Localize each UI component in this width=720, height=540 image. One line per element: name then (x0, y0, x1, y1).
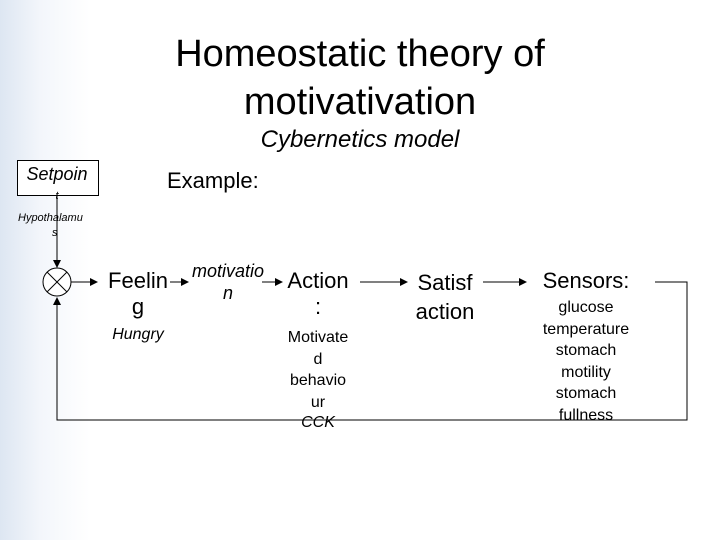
sensor-item: motility (561, 363, 611, 381)
sensor-item: glucose (558, 299, 614, 316)
feeling-example: Hungry (112, 326, 164, 343)
action-example: Motivate d behavio ur (278, 327, 358, 413)
feeling-node: Feelin g (99, 268, 177, 321)
action-node: Action : (278, 268, 358, 321)
motivation-line-1: motivatio (191, 261, 265, 281)
feedback-loop-line (53, 281, 688, 421)
sensor-item: temperature (542, 320, 630, 338)
action-example-line: d (313, 350, 323, 368)
action-example-line: behavio (289, 372, 347, 389)
sensors-title: Sensors: (542, 268, 630, 293)
motivation-node: motivatio n (183, 260, 273, 304)
action-line-2: : (314, 294, 322, 320)
title-line-1: Homeostatic theory of (175, 33, 545, 75)
hypothalamus-label: Hypothalamu (18, 212, 83, 224)
satisfaction-line-2: action (415, 299, 475, 324)
feeling-line-2: g (131, 294, 145, 320)
motivation-line-2: n (222, 283, 233, 303)
satisfaction-line-1: Satisf (417, 270, 473, 295)
sensor-item: stomach (555, 385, 617, 403)
sensor-item: stomach (555, 342, 617, 360)
setpoint-label: Setpoin (26, 164, 88, 184)
action-example-line: ur (310, 393, 326, 411)
sensor-item: fullness (558, 406, 614, 424)
action-example-cck: CCK (301, 414, 335, 431)
action-line-1: Action (287, 268, 349, 293)
action-example-line: Motivate (287, 329, 349, 346)
sensor-list: glucose temperature stomach motility sto… (521, 297, 651, 427)
example-label: Example: (167, 168, 259, 193)
hypothalamus-label-overflow: s (52, 227, 58, 239)
satisfaction-node: Satisf action (400, 268, 490, 326)
subtitle: Cybernetics model (260, 126, 460, 153)
feeling-line-1: Feelin (108, 268, 168, 293)
comparator-circle (42, 267, 72, 297)
page-title: Homeostatic theory of motivativation (0, 30, 720, 126)
title-line-2: motivativation (243, 81, 477, 123)
setpoint-box (17, 160, 99, 196)
